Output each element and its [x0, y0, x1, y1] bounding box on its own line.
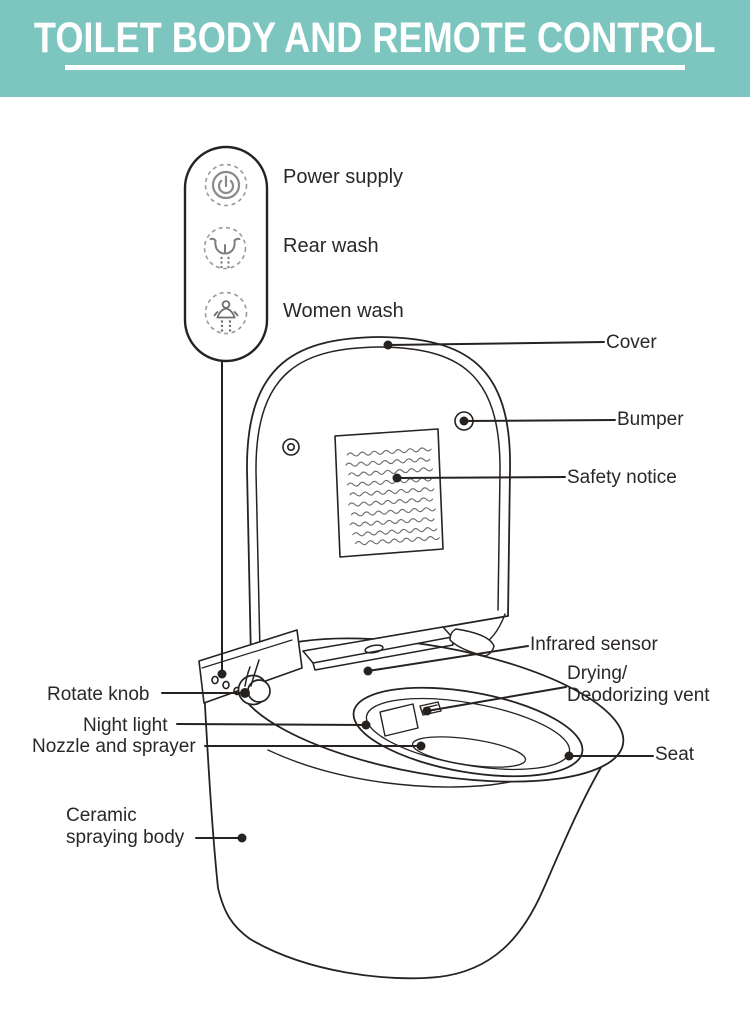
cover	[246, 336, 511, 661]
women-wash-label: Women wash	[283, 300, 404, 322]
cover-leader-line	[387, 341, 605, 346]
hinge-arm	[244, 659, 260, 687]
safety-notice-leader-line	[396, 476, 566, 479]
bowl-opening	[352, 686, 584, 778]
drying-vent-label: Drying/ Deodorizing vent	[567, 663, 710, 706]
bowl-water-line	[411, 736, 527, 768]
night-light-leader-line	[176, 723, 367, 726]
women-wash-dashed-ring	[204, 291, 248, 335]
rear-wash-button	[203, 226, 247, 270]
bumper-label: Bumper	[617, 409, 684, 430]
women-wash-button	[204, 291, 248, 335]
rotate-knob-label: Rotate knob	[47, 684, 150, 705]
infrared-leader-line	[367, 645, 529, 672]
night-light-label: Night light	[83, 715, 168, 736]
infrared-sensor-label: Infrared sensor	[530, 634, 658, 655]
infrared-sensor-strip	[302, 626, 495, 671]
cover-label: Cover	[606, 332, 657, 353]
ceramic-body-outline	[203, 687, 604, 980]
callout-dots	[217, 340, 574, 843]
ceramic-body-label-line2: spraying body	[66, 826, 185, 848]
women-wash-icon	[213, 300, 239, 332]
toilet-illustration	[198, 336, 625, 980]
rear-wash-label: Rear wash	[283, 235, 379, 257]
power-button-dashed-ring	[204, 163, 248, 207]
remote-control-illustration	[183, 145, 269, 363]
bumper-left	[282, 438, 300, 456]
safety-notice-sheet	[334, 428, 444, 558]
leader-lines	[161, 341, 654, 839]
rear-wash-dashed-ring	[203, 226, 247, 270]
title-underline	[65, 65, 685, 70]
drying-vent-leader-line	[426, 686, 567, 712]
power-icon	[211, 170, 241, 200]
rear-wash-icon	[209, 237, 241, 269]
power-supply-label: Power supply	[283, 166, 404, 188]
page-title: TOILET BODY AND REMOTE CONTROL	[34, 14, 716, 62]
nozzle-sprayer-label: Nozzle and sprayer	[32, 736, 196, 757]
deodorizing-vent	[379, 703, 419, 737]
drying-vent-label-line1: Drying/	[567, 663, 628, 684]
power-button	[204, 163, 248, 207]
ceramic-body-label: Ceramic spraying body	[66, 805, 184, 848]
bumper-leader-line	[463, 419, 616, 422]
safety-notice-label: Safety notice	[567, 467, 677, 488]
seat-label: Seat	[655, 744, 695, 765]
ceramic-body-label-line1: Ceramic	[66, 805, 137, 826]
header-banner: TOILET BODY AND REMOTE CONTROL	[0, 0, 750, 97]
drying-vent-label-line2: Deodorizing vent	[567, 684, 710, 706]
